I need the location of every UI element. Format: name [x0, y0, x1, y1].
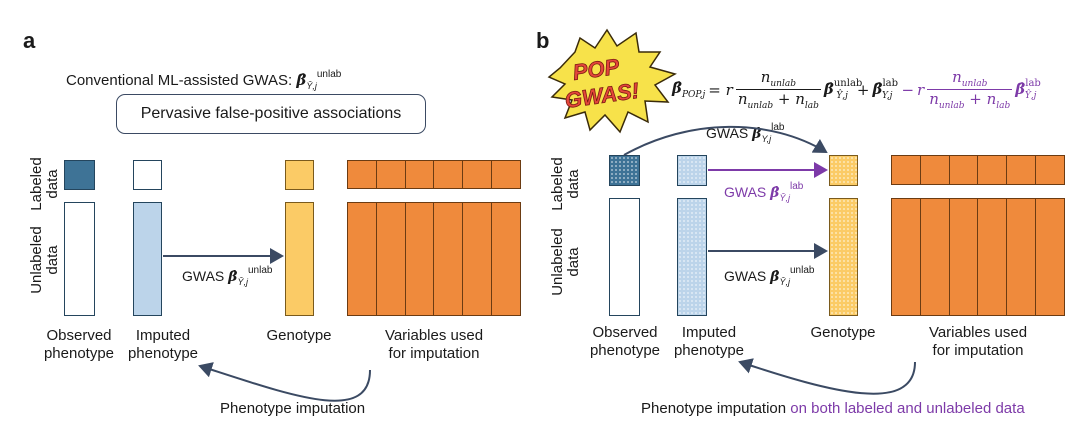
panel-b-col-genotype: Genotype [810, 324, 876, 341]
panel-b-imputed-unlabeled-box [677, 198, 707, 316]
panel-b-gwas-mid-sub: Ŷ,j [779, 193, 790, 203]
panel-b-gwas-top-sup: lab [771, 122, 785, 133]
formula-f1-num-n: n [760, 68, 771, 86]
panel-a-imputed-unlabeled-box [133, 202, 162, 316]
panel-a-imputation-arrow [198, 362, 371, 402]
panel-b-gwas-bot-sub: Ŷ,j [779, 277, 790, 287]
panel-a-col-variables-2: for imputation [388, 345, 480, 362]
formula-plus: + [856, 80, 870, 99]
panel-b-letter: b [536, 28, 550, 53]
panel-b-imputation-arrow [738, 358, 916, 395]
panel-b-gwas-bot-text: GWAS [724, 268, 771, 284]
panel-b-variables-labeled [891, 155, 1065, 185]
panel-b-col-variables: Variables used for imputation [918, 324, 1038, 360]
panel-a-genotype-unlabeled-box [285, 202, 314, 316]
false-positive-banner: Pervasive false-positive associations [116, 94, 426, 134]
panel-b-gwas-top-arrow [623, 125, 828, 156]
false-positive-banner-text: Pervasive false-positive associations [140, 105, 402, 122]
panel-b-col-observed-1: Observed [592, 324, 658, 341]
panel-b-col-imputed: Imputed phenotype [664, 324, 754, 360]
panel-b-gwas-mid: GWAS β̂Ŷ,jlab [724, 181, 804, 203]
panel-b-variables-unlabeled [891, 198, 1065, 316]
panel-a-imputed-labeled-box [133, 160, 162, 190]
pop-formula: β̂POP,j = r nunlab nunlab + nlab β̂unlab… [672, 68, 1041, 111]
panel-a-title: Conventional ML-assisted GWAS: β̂Ŷ,junla… [66, 66, 341, 95]
panel-a-col-variables-1: Variables used [384, 327, 484, 344]
panel-a-gwas-label: GWAS β̂Ŷ,junlab [182, 262, 272, 291]
panel-a-observed-labeled-box [64, 160, 95, 190]
formula-minus: − [901, 80, 915, 99]
panel-a-col-genotype: Genotype [266, 327, 332, 344]
panel-a-gwas-sup: unlab [247, 265, 273, 276]
formula-r-1: r [725, 80, 733, 99]
panel-a-imputation-label: Phenotype imputation [220, 400, 366, 417]
formula-f1-num-sub: unlab [770, 79, 796, 89]
panel-b-gwas-top: GWAS β̂Y,jlab [706, 122, 785, 144]
panel-a-col-imputed: Imputed phenotype [118, 327, 208, 363]
panel-a-col-observed-1: Observed [46, 327, 112, 344]
panel-a-gwas-sub: Ŷ,j [237, 277, 248, 287]
panel-b-col-variables-2: for imputation [932, 342, 1024, 359]
panel-a-col-observed-2: phenotype [43, 345, 115, 362]
panel-a-gwas-beta: β̂ [228, 269, 238, 285]
panel-b-col-observed-2: phenotype [589, 342, 661, 359]
panel-b-gwas-bot: GWAS β̂Ŷ,junlab [724, 265, 815, 287]
panel-b-imputed-labeled-box [677, 155, 707, 186]
panel-b-observed-labeled-box [609, 155, 640, 186]
panel-a-letter: a [23, 28, 36, 53]
panel-b-gwas-top-sub: Y,j [761, 134, 772, 144]
formula-t2-sub: Y,j [882, 91, 893, 101]
panel-a-title-text: Conventional ML-assisted GWAS: [66, 72, 297, 89]
panel-b-gwas-bot-sup: unlab [789, 265, 815, 276]
panel-b-genotype-unlabeled-box [829, 198, 858, 316]
formula-t1-sub: Ŷ,j [836, 91, 848, 101]
panel-b-imputation-label-2: on both labeled and unlabeled data [790, 400, 1025, 417]
formula-t1-sup: unlab [833, 78, 863, 89]
panel-b-gwas-mid-sup: lab [789, 181, 804, 192]
formula-fraction-1: nunlab nunlab + nlab [735, 68, 821, 111]
panel-a-title-sub: Ŷ,j [306, 81, 317, 91]
panel-a-genotype-labeled-box [285, 160, 314, 190]
panel-a-col-observed: Observed phenotype [34, 327, 124, 363]
panel-b-col-imputed-1: Imputed [681, 324, 737, 341]
formula-fraction-2: nunlab nunlab + nlab [927, 68, 1013, 111]
panel-b-observed-unlabeled-box [609, 198, 640, 316]
formula-lhs-sub: POP,j [681, 90, 706, 100]
panel-a-variables-unlabeled [347, 202, 521, 316]
panel-a-variables-labeled [347, 160, 521, 189]
panel-b-genotype-labeled-box [829, 155, 858, 186]
panel-a-title-beta: β̂ [296, 71, 307, 89]
formula-t2-sup: lab [882, 78, 899, 89]
panel-a-col-imputed-2: phenotype [127, 345, 199, 362]
panel-b-col-imputed-2: phenotype [673, 342, 745, 359]
panel-a-col-imputed-1: Imputed [135, 327, 191, 344]
panel-b-imputation-label: Phenotype imputation on both labeled and… [641, 400, 1025, 418]
panel-a-observed-unlabeled-box [64, 202, 95, 316]
panel-b-gwas-top-text: GWAS [706, 125, 753, 141]
panel-b-col-variables-1: Variables used [928, 324, 1028, 341]
panel-a-title-sup: unlab [316, 69, 342, 80]
panel-a-col-variables: Variables used for imputation [374, 327, 494, 363]
panel-b-gwas-mid-text: GWAS [724, 184, 771, 200]
panel-b-imputation-label-1: Phenotype imputation [641, 400, 791, 417]
panel-b-col-observed: Observed phenotype [580, 324, 670, 360]
panel-a-gwas-text: GWAS [182, 268, 229, 284]
